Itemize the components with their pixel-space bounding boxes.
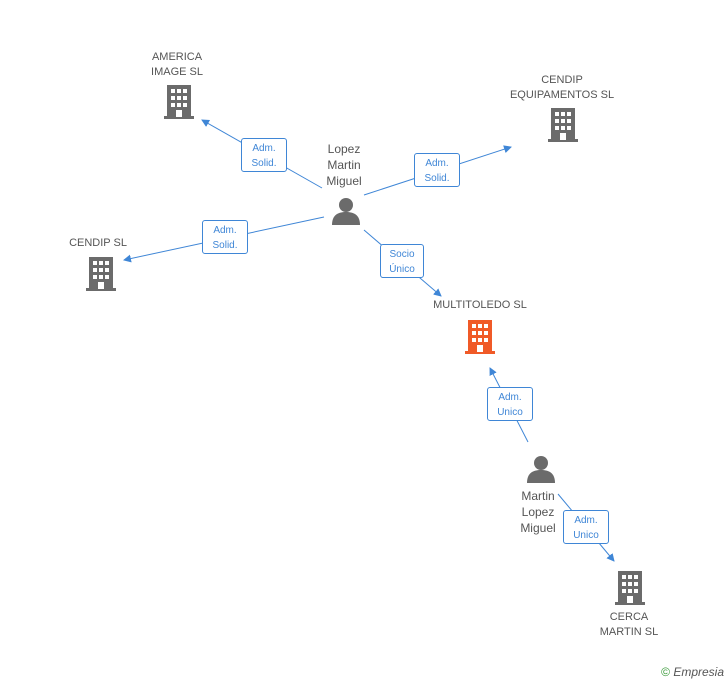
- copyright-icon: ©: [661, 665, 670, 679]
- node-label-america-image[interactable]: AMERICA IMAGE SL: [151, 51, 203, 78]
- node-label-multitoledo[interactable]: MULTITOLEDO SL: [433, 299, 527, 311]
- footer-brand: © Empresia: [661, 665, 724, 679]
- edge-label-adm-solid: Adm. Solid.: [202, 220, 248, 254]
- node-label-lopez-martin-miguel[interactable]: Lopez Martin Miguel: [326, 142, 362, 188]
- edge-label-adm-unico: Adm. Unico: [563, 510, 609, 544]
- node-label-cendip-equipamientos[interactable]: CENDIP EQUIPAMENTOS SL: [509, 74, 615, 101]
- node-label-cendip[interactable]: CENDIP SL: [69, 237, 127, 249]
- person-icon[interactable]: [527, 455, 555, 488]
- node-label-martin-lopez-miguel[interactable]: Martin Lopez Miguel: [520, 489, 556, 535]
- node-label-cerca-martin[interactable]: CERCA MARTIN SL: [599, 611, 659, 638]
- building-icon[interactable]: [615, 571, 645, 610]
- person-icon[interactable]: [332, 197, 360, 230]
- building-icon[interactable]: [164, 85, 194, 124]
- brand-name: Empresia: [673, 665, 724, 679]
- edge-label-adm-solid: Adm. Solid.: [414, 153, 460, 187]
- edge-label-adm-solid: Adm. Solid.: [241, 138, 287, 172]
- edge-label-adm-unico: Adm. Unico: [487, 387, 533, 421]
- building-icon[interactable]: [548, 108, 578, 147]
- building-icon[interactable]: [86, 257, 116, 296]
- edge-label-socio-unico: Socio Único: [380, 244, 424, 278]
- building-icon-highlighted[interactable]: [465, 320, 495, 359]
